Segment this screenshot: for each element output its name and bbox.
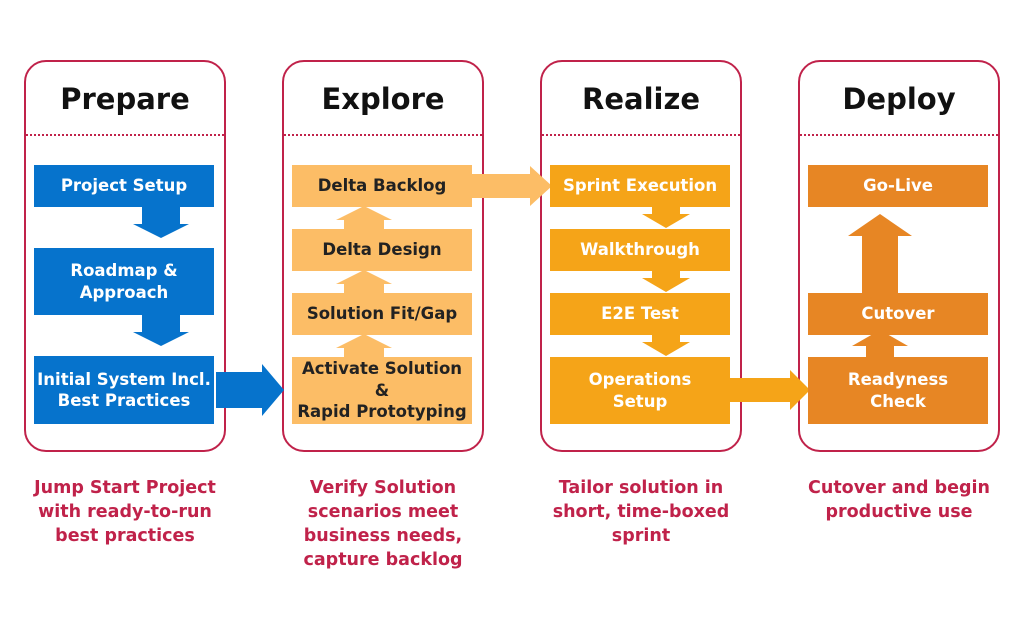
caption-realize: Tailor solution in short, time-boxed spr… (552, 478, 730, 547)
arrow-up-icon (848, 214, 912, 294)
arrow-up-icon (336, 270, 392, 294)
step-solution-fit-gap: Solution Fit/Gap (292, 293, 472, 335)
arrow-up-icon (336, 206, 392, 230)
step-activate-solution: Activate Solution & Rapid Prototyping (292, 357, 472, 424)
caption-prepare: Jump Start Project with ready-to-run bes… (34, 478, 216, 547)
step-roadmap-approach: Roadmap & Approach (34, 248, 214, 315)
step-walkthrough: Walkthrough (550, 229, 730, 271)
arrow-right-icon (728, 370, 810, 410)
step-readyness-check: Readyness Check (808, 357, 988, 424)
phase-divider (542, 134, 740, 136)
arrow-down-icon (642, 207, 690, 228)
phase-divider (284, 134, 482, 136)
caption-explore: Verify Solution scenarios meet business … (303, 478, 463, 571)
step-go-live: Go-Live (808, 165, 988, 207)
arrow-right-icon (470, 166, 552, 206)
arrow-right-icon (216, 364, 284, 416)
phase-divider (26, 134, 224, 136)
phase-title: Deploy (842, 82, 956, 116)
step-project-setup: Project Setup (34, 165, 214, 207)
step-delta-design: Delta Design (292, 229, 472, 271)
arrow-down-icon (642, 335, 690, 356)
phase-title: Prepare (60, 82, 190, 116)
arrow-up-icon (852, 330, 908, 358)
phase-title: Realize (582, 82, 700, 116)
step-e2e-test: E2E Test (550, 293, 730, 335)
arrow-down-icon (133, 315, 189, 346)
step-cutover: Cutover (808, 293, 988, 335)
phase-title: Explore (321, 82, 445, 116)
arrow-down-icon (642, 271, 690, 292)
phase-divider (800, 134, 998, 136)
step-initial-system: Initial System Incl. Best Practices (34, 356, 214, 424)
step-delta-backlog: Delta Backlog (292, 165, 472, 207)
arrow-up-icon (336, 334, 392, 358)
caption-deploy: Cutover and begin productive use (808, 478, 990, 523)
arrow-down-icon (133, 207, 189, 238)
step-operations-setup: Operations Setup (550, 357, 730, 424)
step-sprint-execution: Sprint Execution (550, 165, 730, 207)
